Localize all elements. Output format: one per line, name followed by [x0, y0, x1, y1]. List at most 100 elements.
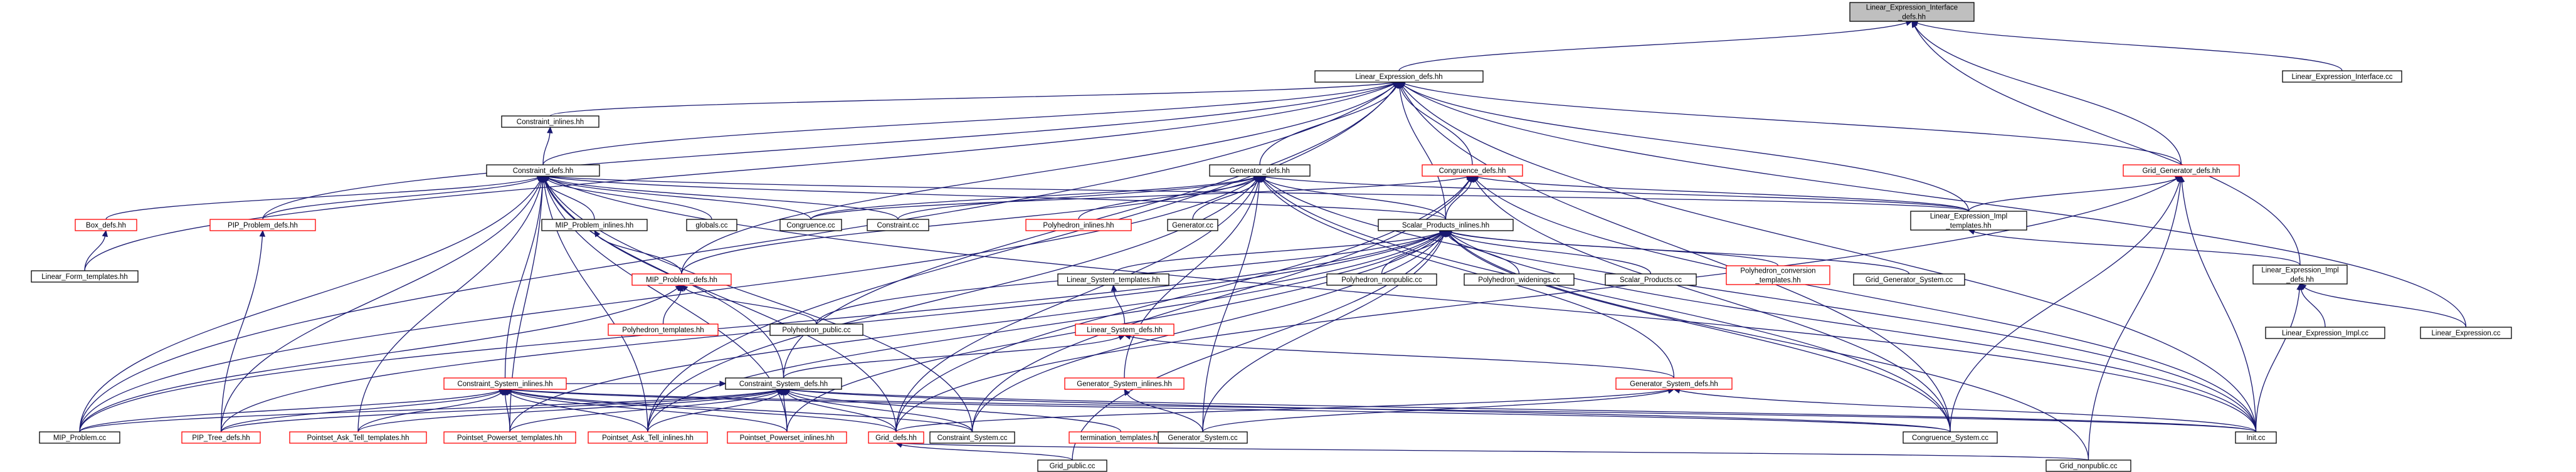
edge-ggd-to-lei: [1911, 20, 2182, 165]
node-glob[interactable]: globals.cc: [686, 219, 737, 231]
node-label: Linear_Expression_Impl: [2261, 267, 2338, 275]
edge-line: [84, 236, 106, 271]
node-cgsys[interactable]: Congruence_System.cc: [1903, 431, 1998, 444]
node-term[interactable]: termination_templates.hh: [1069, 431, 1173, 444]
node-label: Box_defs.hh: [86, 222, 126, 229]
node-csys[interactable]: Constraint_System.cc: [929, 431, 1015, 444]
edge-gsd-to-lsd: [1124, 333, 1675, 379]
edge-grd-to-csi: [504, 388, 897, 433]
node-pati[interactable]: Pointset_Ask_Tell_inlines.hh: [588, 431, 708, 444]
edge-line: [1475, 179, 2257, 433]
node-label: Grid_defs.hh: [875, 434, 917, 442]
node-label: Polyhedron_nonpublic.cc: [1341, 276, 1422, 284]
edge-line: [1404, 83, 2182, 165]
edge-line: [1950, 181, 2180, 433]
node-lft[interactable]: Linear_Form_templates.hh: [31, 270, 139, 283]
arrowhead: [675, 285, 682, 291]
node-box: [541, 219, 648, 231]
node-lecc[interactable]: Linear_Expression.cc: [2420, 327, 2512, 339]
node-grd[interactable]: Grid_defs.hh: [868, 431, 924, 444]
node-ggs[interactable]: Grid_Generator_System.cc: [1853, 273, 1965, 286]
edge-line: [1403, 85, 2467, 328]
edge-line: [1398, 22, 1907, 71]
node-box: [1209, 164, 1311, 177]
node-lsd[interactable]: Linear_System_defs.hh: [1075, 323, 1175, 336]
node-box: [1314, 70, 1484, 83]
node-cons[interactable]: Constraint.cc: [867, 219, 929, 231]
node-ggd[interactable]: Grid_Generator_defs.hh: [2123, 164, 2240, 177]
edge-line: [1113, 290, 1126, 325]
edge-line: [1450, 232, 1779, 266]
node-label: Scalar_Products.cc: [1620, 276, 1682, 284]
node-csd[interactable]: Constraint_System_defs.hh: [725, 377, 842, 390]
node-sp[interactable]: Scalar_Products.cc: [1605, 273, 1697, 286]
node-cd[interactable]: Constraint_defs.hh: [486, 164, 600, 177]
node-box[interactable]: Box_defs.hh: [75, 219, 137, 231]
edge-lft-to-box: [84, 229, 108, 271]
node-label: Constraint.cc: [877, 222, 919, 229]
node-gpub[interactable]: Grid_public.cc: [1037, 459, 1107, 472]
node-label: PIP_Tree_defs.hh: [192, 434, 250, 442]
node-label: Generator_System_inlines.hh: [1077, 380, 1172, 388]
edge-pati-to-led: [647, 81, 1400, 433]
node-gsi[interactable]: Generator_System_inlines.hh: [1064, 377, 1185, 390]
node-leicc[interactable]: Linear_Expression_Interface.cc: [2282, 70, 2402, 83]
node-label: Constraint_inlines.hh: [517, 118, 584, 126]
arrowhead: [1111, 284, 1117, 291]
node-ppub[interactable]: Polyhedron_public.cc: [769, 323, 863, 336]
node-ppt[interactable]: Pointset_Powerset_templates.hh: [443, 431, 576, 444]
node-label: Grid_Generator_System.cc: [1866, 276, 1953, 284]
edge-line: [220, 233, 1441, 433]
node-mipi[interactable]: MIP_Problem_inlines.hh: [541, 219, 648, 231]
node-leimpl[interactable]: Linear_Expression_Impl_templates.hh: [1910, 211, 2027, 231]
node-gsys[interactable]: Generator_System.cc: [1158, 431, 1248, 444]
node-box: [1057, 273, 1169, 286]
edge-line: [547, 178, 811, 220]
node-label: Grid_public.cc: [1050, 463, 1095, 470]
node-lst[interactable]: Linear_System_templates.hh: [1057, 273, 1169, 286]
node-ci[interactable]: Constraint_inlines.hh: [501, 115, 599, 128]
edge-patt-to-csi: [357, 389, 506, 433]
node-cgd[interactable]: Congruence_defs.hh: [1422, 164, 1523, 177]
node-box: [2252, 265, 2348, 285]
node-label: Constraint_System_inlines.hh: [457, 380, 552, 388]
node-polyi[interactable]: Polyhedron_inlines.hh: [1025, 219, 1132, 231]
edge-line: [2255, 289, 2300, 433]
node-mip[interactable]: MIP_Problem.cc: [39, 431, 120, 444]
edge-pipt-to-pip: [220, 229, 266, 433]
node-cong[interactable]: Congruence.cc: [779, 219, 842, 231]
edge-lecc-to-leid: [2299, 283, 2467, 328]
edge-lft-to-led: [84, 81, 1400, 271]
edge-cons-to-cd: [542, 175, 899, 220]
node-leimplcc[interactable]: Linear_Expression_Impl.cc: [2265, 327, 2385, 339]
edge-line: [547, 178, 2257, 433]
edge-line: [1078, 179, 1256, 220]
arrowhead: [1398, 81, 1406, 88]
node-csi[interactable]: Constraint_System_inlines.hh: [443, 377, 567, 390]
node-patt[interactable]: Pointset_Ask_Tell_templates.hh: [289, 431, 427, 444]
node-gen[interactable]: Generator.cc: [1167, 219, 1218, 231]
node-leid[interactable]: Linear_Expression_Impl_defs.hh: [2252, 265, 2348, 285]
node-init[interactable]: Init.cc: [2235, 431, 2277, 444]
node-pct[interactable]: Polyhedron_conversion_templates.hh: [1726, 265, 1830, 285]
node-pnp[interactable]: Polyhedron_nonpublic.cc: [1326, 273, 1437, 286]
node-label: Linear_System_defs.hh: [1087, 327, 1163, 334]
node-pip[interactable]: PIP_Problem_defs.hh: [209, 219, 316, 231]
node-pw[interactable]: Polyhedron_widenings.cc: [1464, 273, 1575, 286]
edge-cgsys-to-spi: [1445, 230, 1951, 433]
edge-line: [1072, 235, 1444, 461]
node-pt[interactable]: Polyhedron_templates.hh: [608, 323, 719, 336]
node-led[interactable]: Linear_Expression_defs.hh: [1314, 70, 1484, 83]
node-gsd[interactable]: Generator_System_defs.hh: [1615, 377, 1733, 390]
edge-leimpl-to-cgd: [1471, 174, 1970, 212]
edge-line: [220, 236, 263, 433]
node-pipt[interactable]: PIP_Tree_defs.hh: [181, 431, 261, 444]
node-mipd[interactable]: MIP_Problem_defs.hh: [631, 273, 732, 286]
edge-spi-to-led: [1396, 81, 1447, 220]
node-gd[interactable]: Generator_defs.hh: [1209, 164, 1311, 177]
node-lei[interactable]: Linear_Expression_Interface_defs.hh: [1849, 2, 1975, 22]
node-spi[interactable]: Scalar_Products_inlines.hh: [1378, 219, 1514, 231]
edge-line: [1399, 87, 1447, 220]
node-ppi[interactable]: Pointset_Powerset_inlines.hh: [727, 431, 847, 444]
node-gnp[interactable]: Grid_nonpublic.cc: [2045, 459, 2131, 472]
